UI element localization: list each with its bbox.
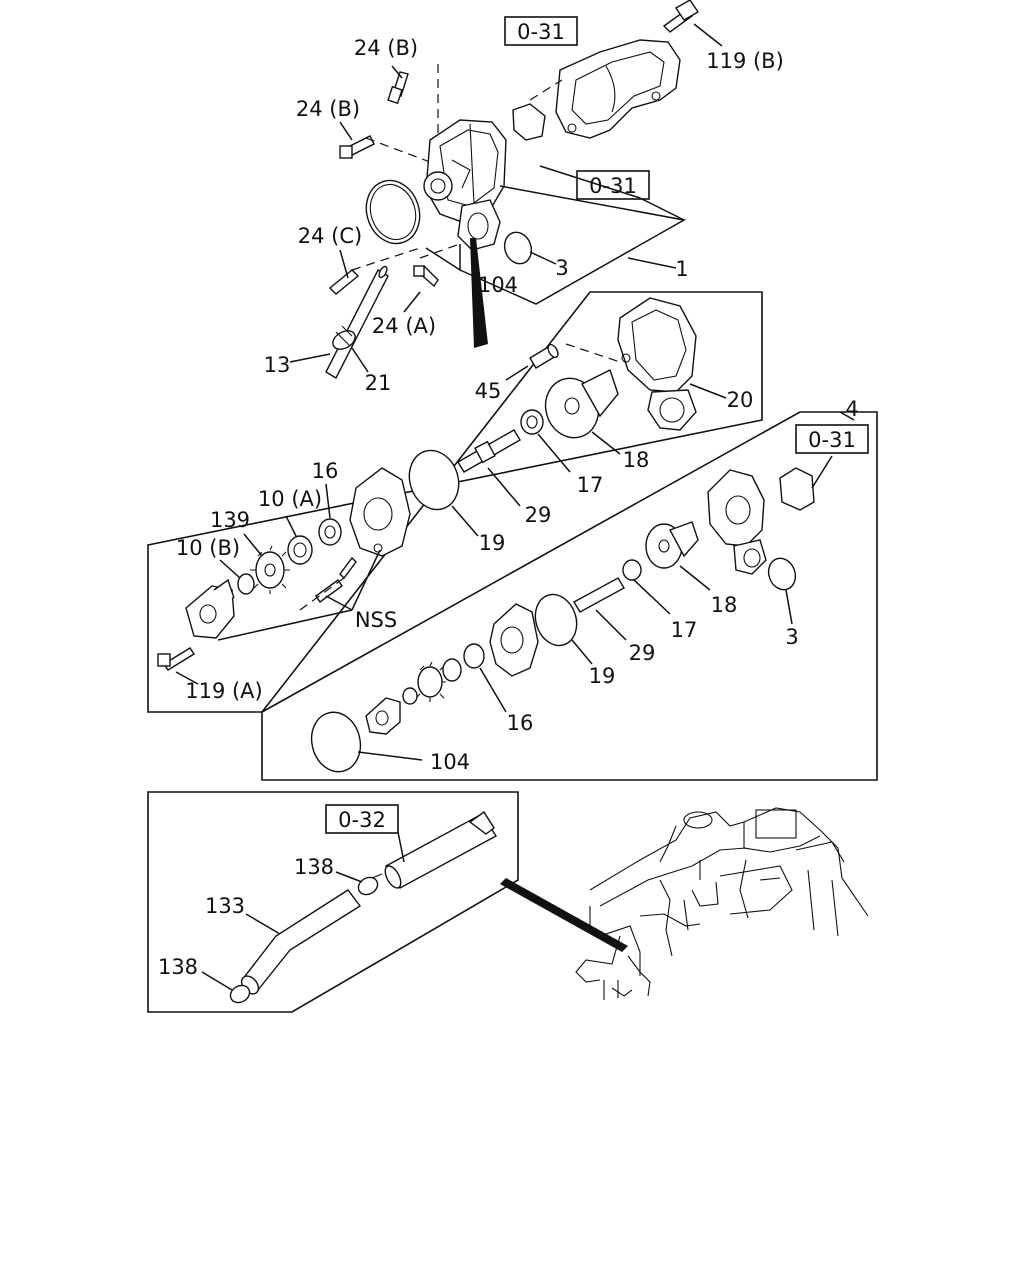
- label-16-upper: 16: [312, 459, 339, 483]
- pump-housing-lower: [707, 469, 767, 575]
- callout-arrow-top: [470, 238, 488, 348]
- label-18-lower: 18: [711, 593, 738, 617]
- label-24b-upper: 24 (B): [354, 36, 418, 60]
- bolt-119b: [662, 0, 699, 33]
- bolt-nss-2: [339, 556, 357, 580]
- bolt-nss-1: [315, 579, 343, 603]
- o-ring-19-lower: [534, 593, 578, 647]
- label-19-upper: 19: [479, 531, 506, 555]
- ref-box-0-31-mid[interactable]: 0-31: [576, 170, 650, 200]
- guide-line: [529, 79, 563, 101]
- impeller-18-upper: [544, 369, 619, 439]
- label-10a: 10 (A): [258, 487, 322, 511]
- ref-0-31-right-text: 0-31: [808, 428, 856, 452]
- clamp-138-lower: [229, 984, 251, 1004]
- water-pump-body: [423, 119, 507, 251]
- label-24a: 24 (A): [372, 314, 436, 338]
- bearing-16-upper: [318, 518, 342, 546]
- o-ring-19-upper: [408, 449, 460, 511]
- label-13: 13: [264, 353, 291, 377]
- gear-139: [250, 545, 290, 594]
- label-138-lower: 138: [158, 955, 198, 979]
- o-ring-104-top: [365, 179, 421, 245]
- bolt-119a: [157, 647, 195, 671]
- frame-water-pump-alt: [261, 411, 878, 781]
- label-nss: NSS: [355, 608, 397, 632]
- pump-housing-20: [617, 297, 697, 431]
- shaft-29-lower: [573, 577, 625, 613]
- pipe-0-32: [384, 810, 497, 889]
- label-3-lower: 3: [785, 625, 798, 649]
- label-18-upper: 18: [623, 448, 650, 472]
- washer-10b: [237, 573, 255, 595]
- ref-0-31-top-text: 0-31: [517, 20, 565, 44]
- label-29-lower: 29: [629, 641, 656, 665]
- label-17-upper: 17: [577, 473, 604, 497]
- gear-lower: [415, 661, 446, 702]
- label-17-lower: 17: [671, 618, 698, 642]
- label-29-upper: 29: [525, 503, 552, 527]
- label-119b: 119 (B): [706, 49, 784, 73]
- bolt-24b-lower: [339, 135, 375, 159]
- label-24b-lower: 24 (B): [296, 97, 360, 121]
- label-133: 133: [205, 894, 245, 918]
- stud-45: [529, 343, 559, 369]
- label-139: 139: [210, 508, 250, 532]
- seal-17-upper: [520, 409, 544, 435]
- drive-cover-plate-lower: [365, 697, 401, 735]
- label-1: 1: [675, 257, 688, 281]
- ref-box-0-31-top[interactable]: 0-31: [504, 16, 578, 46]
- label-19-lower: 19: [589, 664, 616, 688]
- o-ring-104-lower: [310, 711, 362, 773]
- engine-sketch: [575, 807, 869, 1000]
- ref-0-32-text: 0-32: [338, 808, 386, 832]
- drive-cover-plate: [185, 578, 235, 639]
- bolt-24a: [413, 265, 439, 288]
- label-104-lower: 104: [430, 750, 470, 774]
- bolt-24c: [328, 269, 360, 295]
- label-119a: 119 (A): [185, 679, 263, 703]
- thermostat-housing: [555, 39, 681, 139]
- clamp-138-upper: [357, 873, 383, 896]
- pipe-13: [325, 265, 389, 379]
- frame-water-pump-assembly: [147, 291, 763, 713]
- frame-hose: [147, 791, 519, 1013]
- shaft-29-upper: [457, 429, 521, 473]
- label-104-top: 104: [478, 273, 518, 297]
- bearing-16-lower: [463, 643, 485, 669]
- bearing-10a: [287, 535, 313, 565]
- gasket-right: [779, 467, 815, 511]
- label-24c: 24 (C): [298, 224, 362, 248]
- bearing-housing-lower: [489, 603, 539, 677]
- ref-box-0-31-right[interactable]: 0-31: [795, 424, 869, 454]
- callout-arrow-engine: [500, 878, 628, 952]
- label-21: 21: [365, 371, 392, 395]
- washer-lower: [402, 687, 418, 705]
- label-16-lower: 16: [507, 711, 534, 735]
- label-4: 4: [845, 397, 858, 421]
- bearing-housing-upper: [349, 467, 411, 557]
- seal-17-lower: [622, 559, 642, 581]
- bolt-24b-upper: [387, 71, 409, 105]
- o-ring-3-lower: [767, 557, 797, 591]
- label-20: 20: [727, 388, 754, 412]
- label-45: 45: [475, 379, 502, 403]
- housing-gasket: [512, 103, 546, 141]
- label-138-upper: 138: [294, 855, 334, 879]
- label-10b: 10 (B): [176, 536, 240, 560]
- ref-box-0-32[interactable]: 0-32: [325, 804, 399, 834]
- clip-21: [332, 325, 356, 350]
- label-3-top: 3: [555, 256, 568, 280]
- hose-133: [240, 889, 362, 995]
- o-ring-3-top: [503, 231, 533, 265]
- impeller-18-lower: [645, 521, 699, 569]
- bearing-lower-2: [442, 658, 462, 682]
